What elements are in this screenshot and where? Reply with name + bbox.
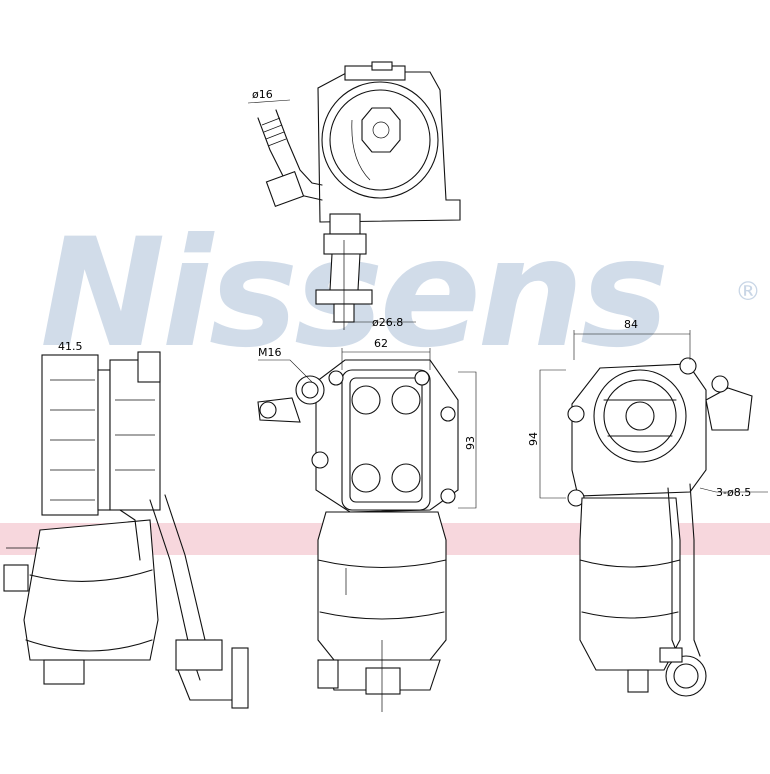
- dim-right-width: 84: [624, 318, 638, 331]
- left-side-view: 41.5: [3, 340, 249, 709]
- registered-mark: ®: [735, 277, 761, 307]
- dim-outlet-diameter: ø26.8: [372, 316, 403, 329]
- front-view: 62 M16 93: [257, 337, 477, 712]
- dim-hose-diameter: ø16: [252, 88, 273, 101]
- dim-right-height: 94: [527, 432, 540, 446]
- top-view: ø16 ø26.8: [247, 61, 461, 330]
- dim-thread: M16: [258, 346, 282, 359]
- dim-top-width: 62: [374, 337, 388, 350]
- dim-side-height: 93: [464, 436, 477, 450]
- dim-holes: 3-ø8.5: [716, 486, 751, 499]
- right-view: 84 94 3-ø8.5: [527, 318, 768, 697]
- dim-side-depth: 41.5: [58, 340, 83, 353]
